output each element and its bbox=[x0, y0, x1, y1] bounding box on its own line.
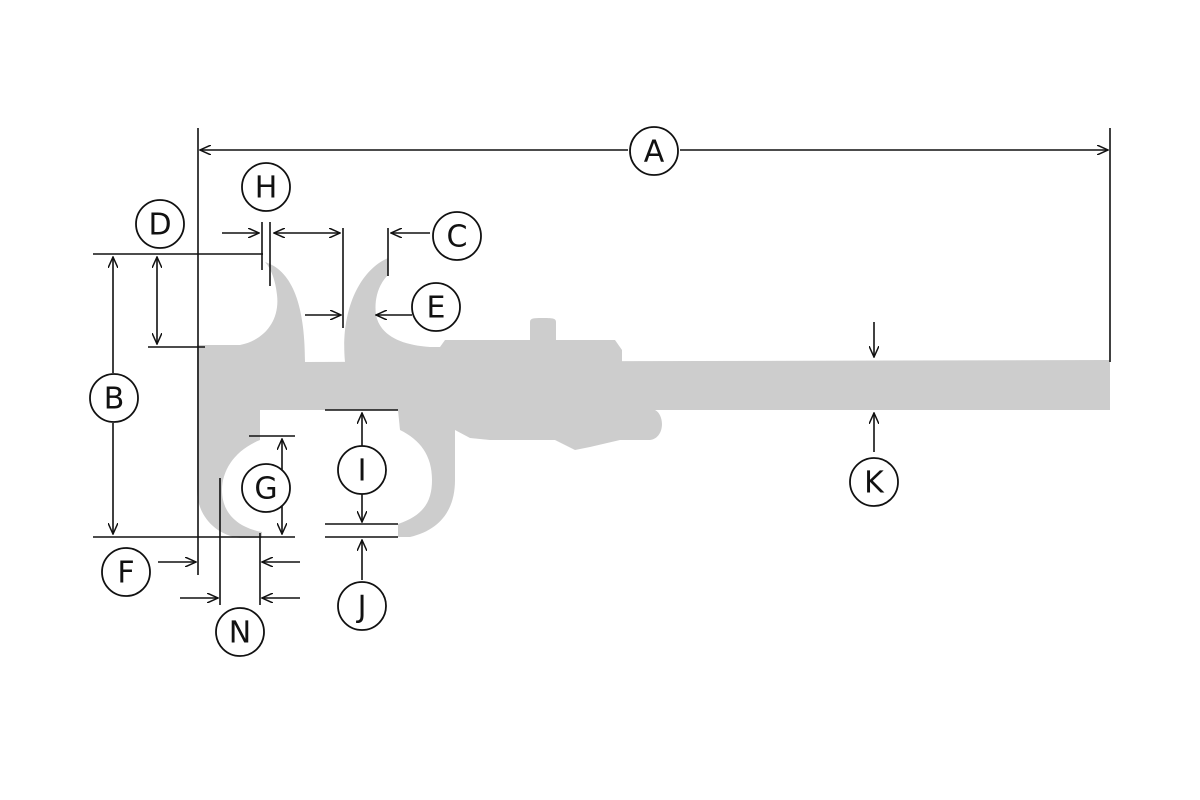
label-n-text: N bbox=[229, 616, 251, 651]
label-c: C bbox=[432, 211, 482, 261]
dimension-lines bbox=[93, 128, 1111, 605]
label-f-text: F bbox=[117, 556, 134, 591]
label-a: A bbox=[629, 126, 679, 176]
label-e: E bbox=[411, 282, 461, 332]
label-f: F bbox=[101, 547, 151, 597]
main-beam bbox=[200, 360, 1110, 410]
sliding-jaw bbox=[344, 258, 662, 537]
label-d: D bbox=[135, 199, 185, 249]
label-j: J bbox=[337, 581, 387, 631]
label-k-text: K bbox=[864, 466, 885, 501]
label-c-text: C bbox=[447, 220, 468, 255]
label-b-text: B bbox=[104, 382, 125, 417]
label-e-text: E bbox=[427, 291, 446, 326]
label-n: N bbox=[215, 607, 265, 657]
label-g: G bbox=[241, 463, 291, 513]
caliper-silhouette bbox=[197, 258, 1110, 538]
label-g-text: G bbox=[254, 472, 277, 507]
label-j-text: J bbox=[356, 590, 367, 625]
label-a-text: A bbox=[644, 135, 665, 170]
label-i: I bbox=[337, 445, 387, 495]
label-d-text: D bbox=[148, 208, 171, 243]
label-h-text: H bbox=[255, 171, 278, 206]
label-i-text: I bbox=[358, 454, 367, 489]
label-b: B bbox=[89, 373, 139, 423]
fixed-jaw bbox=[197, 262, 305, 538]
label-h: H bbox=[241, 162, 291, 212]
label-k: K bbox=[849, 457, 899, 507]
